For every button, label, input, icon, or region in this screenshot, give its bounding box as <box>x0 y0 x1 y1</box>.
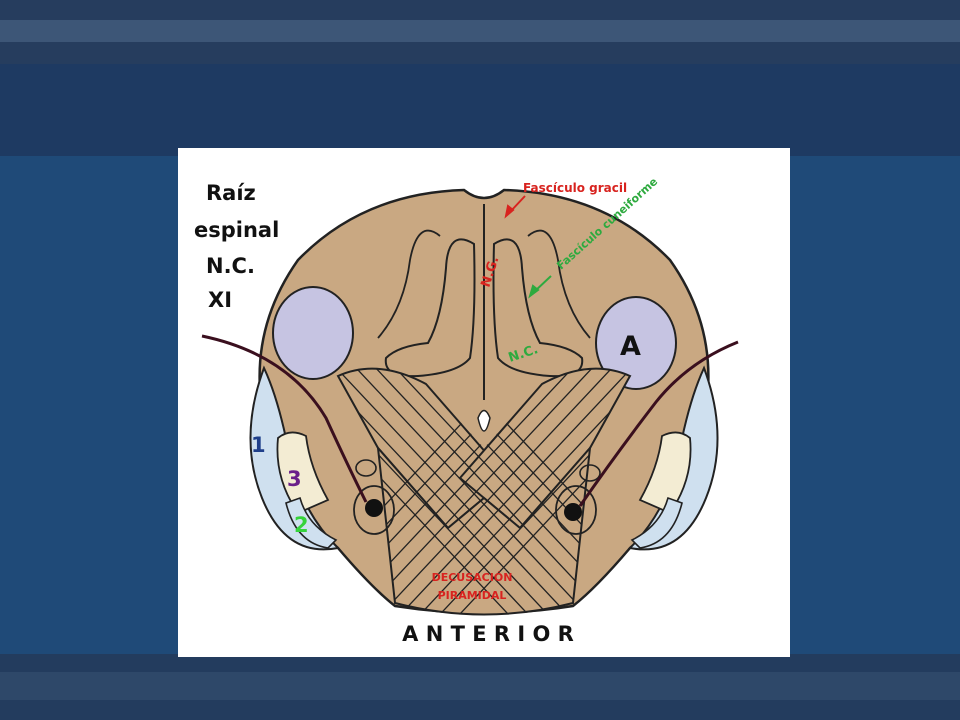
pyramid-right <box>458 367 632 530</box>
spinal-root-line-left <box>201 334 368 503</box>
region-2-left <box>285 496 338 549</box>
decussation-label-line2: PIRAMIDAL <box>438 589 507 602</box>
anterior-label: A N T E R I O R <box>402 622 574 646</box>
region-2-label: 2 <box>294 513 309 537</box>
region-a-left <box>272 286 354 380</box>
bottom-stripe <box>0 672 960 700</box>
top-band-lower <box>0 42 960 64</box>
top-stripe <box>0 20 960 42</box>
region-1-right <box>627 365 719 551</box>
decussation-label-line1: DECUSACIÓN <box>432 571 513 584</box>
region-3-right <box>638 431 692 515</box>
decussation-body <box>376 444 592 616</box>
region-1-label: 1 <box>251 433 266 457</box>
medulla-diagram-panel: Raíz espinal N.C. XI Fascículo gracil Fa… <box>178 148 790 657</box>
central-canal <box>477 409 491 432</box>
region-3-left <box>276 431 330 515</box>
olive-left <box>355 459 377 477</box>
spinal-root-line-right <box>578 340 739 507</box>
dorsal-horn-right <box>527 229 591 339</box>
root-dot-right <box>564 503 582 521</box>
medulla-diagram: Raíz espinal N.C. XI Fascículo gracil Fa… <box>194 175 739 646</box>
region-3-label: 3 <box>287 467 302 491</box>
gracile-nucleus-outline-right <box>492 238 584 378</box>
region-a-right <box>595 296 677 390</box>
gracile-nucleus-outline <box>384 238 476 378</box>
region-1-left <box>249 365 341 551</box>
bottom-band-lower <box>0 700 960 720</box>
olive-right-ring <box>555 485 597 535</box>
dorsal-horn-left <box>377 229 441 339</box>
olive-left-ring <box>353 485 395 535</box>
root-label-line1: Raíz <box>206 181 256 205</box>
top-band <box>0 0 960 20</box>
bottom-band <box>0 654 960 672</box>
olive-right <box>579 464 601 482</box>
gracile-fasciculus-label: Fascículo gracil <box>523 181 627 195</box>
title-band <box>0 64 960 156</box>
root-dot-left <box>365 499 383 517</box>
region-a-label: A <box>620 331 641 362</box>
root-label-line4: XI <box>208 288 232 312</box>
root-label-line2: espinal <box>194 218 279 242</box>
region-2-right <box>630 496 683 549</box>
cuneate-arrow <box>528 275 552 299</box>
gracile-arrow <box>504 195 526 219</box>
root-label-line3: N.C. <box>206 254 255 278</box>
